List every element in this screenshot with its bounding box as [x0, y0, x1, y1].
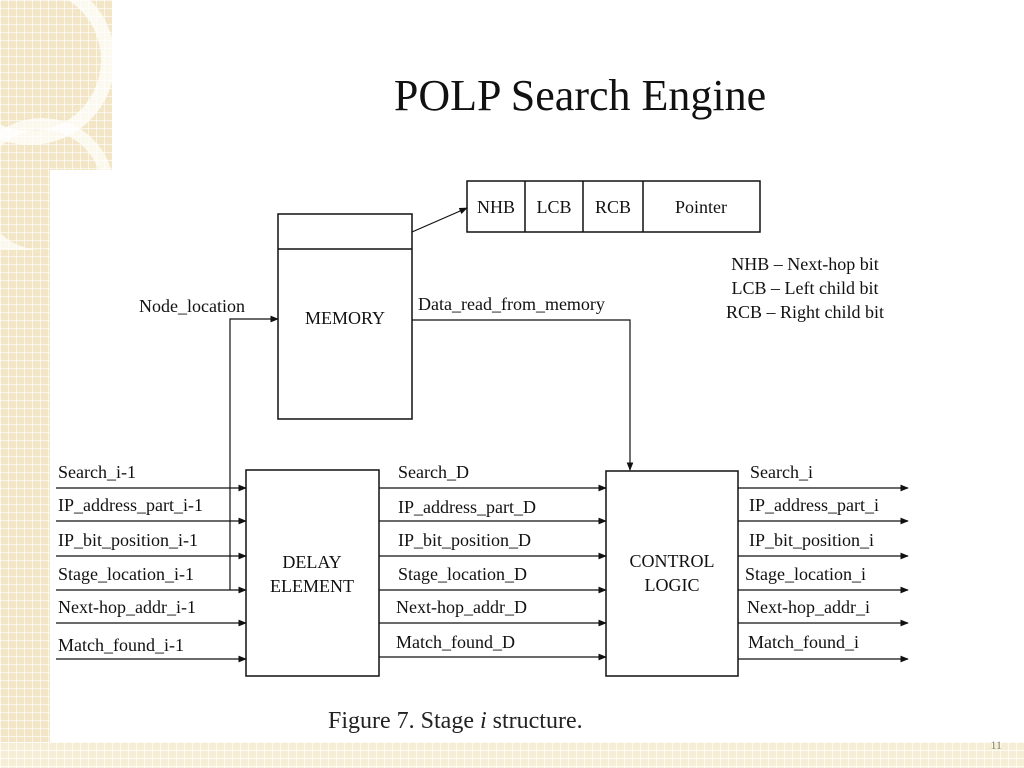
data-read-label: Data_read_from_memory — [418, 294, 605, 314]
input-signals: Search_i-1 IP_address_part_i-1 IP_bit_po… — [56, 462, 247, 663]
node-location-wire — [229, 315, 279, 590]
node-location-label: Node_location — [139, 296, 245, 316]
memory-block: MEMORY — [277, 213, 413, 420]
output-label-ip-address: IP_address_part_i — [749, 495, 879, 515]
field-nhb: NHB — [477, 197, 515, 217]
field-lcb: LCB — [536, 197, 571, 217]
content-panel — [50, 170, 1024, 742]
legend: NHB – Next-hop bit LCB – Left child bit … — [726, 254, 884, 322]
control-label-line2: LOGIC — [645, 575, 700, 595]
input-label-ip-address: IP_address_part_i-1 — [58, 495, 203, 515]
delayed-label-match: Match_found_D — [396, 632, 515, 652]
input-label-ip-bit: IP_bit_position_i-1 — [58, 530, 198, 550]
input-label-next-hop: Next-hop_addr_i-1 — [58, 597, 196, 617]
background-grid-bottom — [0, 742, 1024, 768]
legend-rcb: RCB – Right child bit — [726, 302, 884, 322]
legend-lcb: LCB – Left child bit — [732, 278, 879, 298]
delayed-label-stage: Stage_location_D — [398, 564, 527, 584]
slide-title: POLP Search Engine — [393, 71, 767, 120]
delayed-label-next-hop: Next-hop_addr_D — [396, 597, 527, 617]
output-signals: Search_i IP_address_part_i IP_bit_positi… — [738, 462, 909, 663]
caption-italic: i — [479, 708, 487, 734]
caption-prefix: Figure 7. Stage — [328, 708, 480, 734]
field-rcb: RCB — [595, 197, 631, 217]
memory-to-entry-arrow — [411, 207, 468, 233]
page-number: 11 — [990, 738, 1002, 752]
control-label-line1: CONTROL — [630, 551, 715, 571]
legend-nhb: NHB – Next-hop bit — [731, 254, 879, 274]
delayed-signals: Search_D IP_address_part_D IP_bit_positi… — [379, 462, 607, 661]
delay-label-line2: ELEMENT — [270, 576, 354, 596]
delayed-label-ip-address: IP_address_part_D — [398, 497, 536, 517]
delayed-label-ip-bit: IP_bit_position_D — [398, 530, 531, 550]
delayed-label-search: Search_D — [398, 462, 469, 482]
delay-label-line1: DELAY — [282, 552, 341, 572]
input-label-match: Match_found_i-1 — [58, 635, 184, 655]
control-logic-block: CONTROL LOGIC — [605, 470, 739, 677]
output-label-ip-bit: IP_bit_position_i — [749, 530, 874, 550]
field-pointer: Pointer — [675, 197, 727, 217]
input-label-stage: Stage_location_i-1 — [58, 564, 194, 584]
figure-caption: Figure 7. Stage i structure. — [328, 708, 583, 735]
input-label-search: Search_i-1 — [58, 462, 136, 482]
output-label-stage: Stage_location_i — [745, 564, 866, 584]
output-label-match: Match_found_i — [748, 632, 859, 652]
data-read-wire — [412, 319, 634, 471]
output-label-search: Search_i — [750, 462, 813, 482]
caption-suffix: structure. — [486, 708, 583, 734]
output-label-next-hop: Next-hop_addr_i — [747, 597, 870, 617]
memory-label: MEMORY — [305, 308, 385, 328]
entry-format-table: NHB LCB RCB Pointer — [466, 180, 761, 233]
delay-element-block: DELAY ELEMENT — [245, 469, 380, 677]
